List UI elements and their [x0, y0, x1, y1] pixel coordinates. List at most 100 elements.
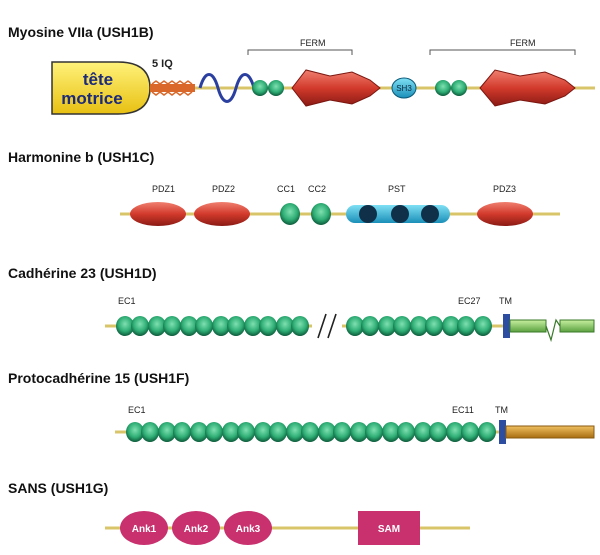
protocadherin-ec-domain — [237, 422, 255, 442]
sans-title: SANS (USH1G) — [8, 480, 108, 496]
myosin-section: Myosine VIIa (USH1B) tête motrice 5 IQ F… — [8, 24, 595, 115]
cadherin-ec-domain — [131, 316, 149, 336]
harmonin-title: Harmonine b (USH1C) — [8, 149, 154, 165]
cadherin-ec-domain — [163, 316, 181, 336]
cadherin-ec-domain — [346, 316, 364, 336]
cadherin-section: Cadhérine 23 (USH1D) EC1 EC27 TM — [8, 265, 595, 343]
cadherin-break-mark — [317, 313, 337, 339]
motor-head-domain — [51, 61, 151, 115]
motor-label-line1: tête — [83, 70, 113, 89]
protocadherin-ec-domain — [461, 422, 479, 442]
cc1-label: CC1 — [277, 184, 295, 194]
cadherin-ec-domain — [361, 316, 379, 336]
pdz1-domain — [130, 202, 186, 226]
protocadherin-ec-domain — [269, 422, 287, 442]
pdz3-label: PDZ3 — [493, 184, 516, 194]
cadherin-ec-domain — [148, 316, 166, 336]
cadherin-break-gap — [312, 314, 342, 338]
cadherin-cytoplasmic-link — [545, 318, 561, 343]
mth4-2-domain-a — [435, 80, 451, 96]
cadherin-ec-domain — [212, 316, 230, 336]
iq-motifs-fringe — [151, 80, 193, 96]
protocadherin-ec-domain — [190, 422, 208, 442]
cadherin-ec-domain — [116, 316, 134, 336]
cadherin-ec-domain — [442, 316, 460, 336]
motor-label-line2: motrice — [61, 89, 122, 108]
pdz3-domain — [477, 202, 533, 226]
cadherin-ec-domain — [244, 316, 262, 336]
protocadherin-ec-domain — [382, 422, 400, 442]
protocadherin-ec-domain — [141, 422, 159, 442]
sh3-domain — [391, 77, 417, 99]
pst-dark-2 — [391, 205, 409, 223]
cc2-domain — [311, 203, 331, 225]
ferm-1-label: FERM — [300, 38, 326, 48]
iq-motifs — [150, 84, 195, 92]
myosin-title: Myosine VIIa (USH1B) — [8, 24, 153, 40]
ank1-label: Ank1 — [132, 524, 157, 535]
cadherin-ec1-label: EC1 — [118, 296, 136, 306]
cadherin-cytoplasmic-b — [559, 319, 595, 333]
mth4-1-domain-b — [268, 80, 284, 96]
protocadherin-ec-domain — [350, 422, 368, 442]
cadherin-ec-domain — [227, 316, 245, 336]
sam-domain — [358, 511, 420, 545]
protocadherin-ec-domain — [333, 422, 351, 442]
protocadherin-ec-domain — [254, 422, 272, 442]
protocadherin-ec-domain — [414, 422, 432, 442]
sans-section: SANS (USH1G) Ank1 Ank2 Ank3 SAM — [8, 480, 470, 545]
protocadherin-ec-domain — [205, 422, 223, 442]
protocadherin-ec-domain — [301, 422, 319, 442]
cc2-label: CC2 — [308, 184, 326, 194]
pdz1-label: PDZ1 — [152, 184, 175, 194]
ank2-label: Ank2 — [184, 524, 209, 535]
protocadherin-ec-domain — [318, 422, 336, 442]
ank3-label: Ank3 — [236, 524, 261, 535]
mth4-2-domain-b — [451, 80, 467, 96]
protocadherin-ec-domain — [478, 422, 496, 442]
protocadherin-ec-domain — [365, 422, 383, 442]
cadherin-ec-domain — [425, 316, 443, 336]
cadherin-tm-label: TM — [499, 296, 512, 306]
cadherin-title: Cadhérine 23 (USH1D) — [8, 265, 157, 281]
cadherin-cytoplasmic-a — [509, 319, 547, 333]
protocadherin-title: Protocadhérine 15 (USH1F) — [8, 370, 189, 386]
cadherin-ec-domain — [195, 316, 213, 336]
cadherin-ec27-label: EC27 — [458, 296, 481, 306]
cadherin-ec-domain — [180, 316, 198, 336]
coiled-coil-region — [198, 73, 256, 103]
cadherin-ec-domain — [393, 316, 411, 336]
sh3-label: SH3 — [396, 84, 412, 93]
sam-label: SAM — [378, 524, 400, 535]
protocadherin-ec-domain — [446, 422, 464, 442]
harmonin-section: Harmonine b (USH1C) PDZ1 PDZ2 CC1 CC2 PS… — [8, 149, 560, 226]
pst-dark-3 — [421, 205, 439, 223]
protocadherin-ec-domain — [429, 422, 447, 442]
protocadherin-ec-domains — [126, 422, 496, 442]
protocadherin-ec11-label: EC11 — [452, 405, 474, 415]
protocadherin-ec-domain — [286, 422, 304, 442]
cadherin-ec-domain — [457, 316, 475, 336]
ank2-domain — [172, 511, 220, 545]
protocadherin-section: Protocadhérine 15 (USH1F) EC1 EC11 TM — [8, 370, 595, 444]
protocadherin-tm-label: TM — [495, 405, 508, 415]
protocadherin-ec-domain — [158, 422, 176, 442]
protocadherin-ec1-label: EC1 — [128, 405, 146, 415]
pst-dark-1 — [359, 205, 377, 223]
mth4-1-domain-a — [252, 80, 268, 96]
protocadherin-ec-domain — [126, 422, 144, 442]
protocadherin-cytoplasmic-tail — [505, 425, 595, 439]
protocadherin-tm-domain — [499, 420, 506, 444]
cadherin-ec-domain — [259, 316, 277, 336]
cadherin-tm-domain — [503, 314, 510, 338]
cadherin-ec-domain — [410, 316, 428, 336]
pdz2-domain — [194, 202, 250, 226]
cadherin-ec-domain — [291, 316, 309, 336]
protocadherin-ec-domain — [397, 422, 415, 442]
ferm-2-domain — [479, 69, 576, 107]
bracket-mth4-2 — [429, 49, 576, 55]
cadherin-ec-domain — [474, 316, 492, 336]
ank1-domain — [120, 511, 168, 545]
